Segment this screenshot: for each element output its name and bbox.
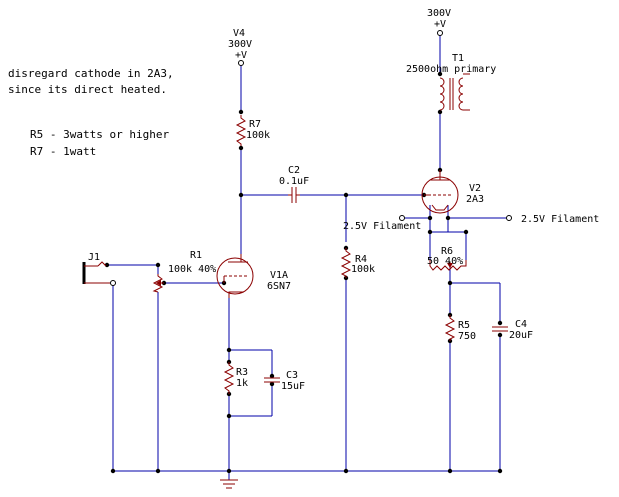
- v2-ref: V2: [469, 183, 481, 194]
- c3-ref: C3: [286, 370, 298, 381]
- note-cathode-line1: disregard cathode in 2A3,: [8, 67, 174, 80]
- r1-value: 100k 40%: [168, 264, 216, 275]
- t1-value: 2500ohm primary: [406, 64, 496, 75]
- resistor-r7: R7 100k: [235, 115, 270, 146]
- wire-network: [107, 35, 506, 480]
- c2-ref: C2: [288, 165, 300, 176]
- ground-icon: [220, 479, 238, 489]
- v1a-value: 6SN7: [267, 281, 291, 292]
- filament-left-terminal: [399, 215, 405, 221]
- capacitor-c3: C3 15uF: [264, 370, 305, 392]
- capacitor-c2: C2 0.1uF: [279, 165, 309, 203]
- r5-ref: R5: [458, 320, 470, 331]
- potentiometer-r1: R1 100k 40%: [152, 250, 216, 293]
- supply-v4-terminal: [238, 60, 244, 66]
- filament-right-terminal: [506, 215, 512, 221]
- resistor-r4: R4 100k: [340, 248, 375, 278]
- r3-value: 1k: [236, 378, 248, 389]
- filament-right-label: 2.5V Filament: [521, 214, 599, 225]
- c2-value: 0.1uF: [279, 176, 309, 187]
- tube-v1a: V1A 6SN7: [216, 254, 291, 298]
- r7-value: 100k: [246, 130, 270, 141]
- j1-ref: J1: [88, 252, 100, 263]
- supply-v4-name: V4: [233, 28, 245, 39]
- potentiometer-r6: R6 50 40%: [427, 246, 467, 271]
- r4-ref: R4: [355, 254, 367, 265]
- supply-top: 300V +V: [427, 8, 451, 36]
- r4-value: 100k: [351, 264, 375, 275]
- input-jack-j1: J1: [82, 252, 116, 286]
- c4-value: 20uF: [509, 330, 533, 341]
- supply-v4: V4 300V +V: [228, 28, 252, 66]
- note-r7-rating: R7 - 1watt: [30, 145, 96, 158]
- transformer-t1: T1 2500ohm primary: [406, 53, 496, 111]
- c4-ref: C4: [515, 319, 527, 330]
- tube-v2: V2 2A3: [421, 170, 484, 214]
- v1a-ref: V1A: [270, 270, 288, 281]
- supply-top-symbol: +V: [434, 19, 446, 30]
- resistor-r3: R3 1k: [223, 362, 248, 394]
- r6-value: 50 40%: [427, 256, 463, 267]
- supply-v4-symbol: +V: [235, 50, 247, 61]
- filament-left-label: 2.5V Filament: [343, 221, 421, 232]
- filament-left: 2.5V Filament: [343, 215, 421, 232]
- r3-ref: R3: [236, 367, 248, 378]
- filament-right: 2.5V Filament: [506, 214, 599, 225]
- supply-top-terminal: [437, 30, 443, 36]
- resistor-r5: R5 750: [444, 315, 476, 342]
- r7-ref: R7: [249, 119, 261, 130]
- note-r5-rating: R5 - 3watts or higher: [30, 128, 169, 141]
- t1-ref: T1: [452, 53, 464, 64]
- capacitor-c4: C4 20uF: [492, 319, 533, 341]
- note-cathode-line2: since its direct heated.: [8, 83, 167, 96]
- supply-v4-voltage: 300V: [228, 39, 252, 50]
- r6-ref: R6: [441, 246, 453, 257]
- c3-value: 15uF: [281, 381, 305, 392]
- v2-value: 2A3: [466, 194, 484, 205]
- r5-value: 750: [458, 331, 476, 342]
- supply-top-voltage: 300V: [427, 8, 451, 19]
- r1-ref: R1: [190, 250, 202, 261]
